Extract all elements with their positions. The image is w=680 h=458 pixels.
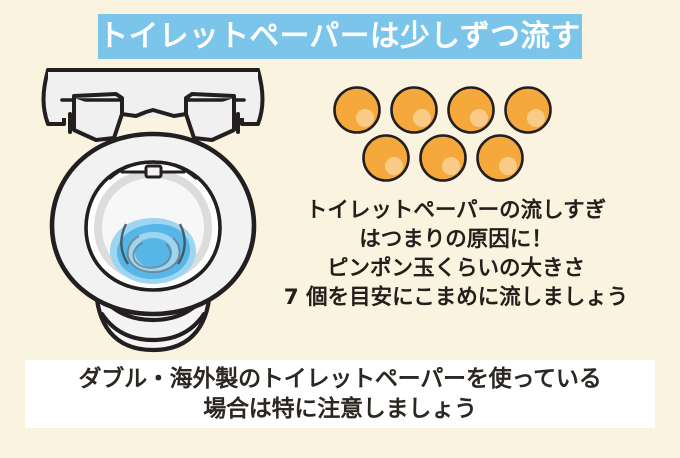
ball-5 [362, 134, 410, 182]
body-text-block: トイレットペーパーの流しすぎ はつまりの原因に！ ピンポン玉くらいの大きさ 7 … [244, 196, 668, 312]
body-text-line-3: ピンポン玉くらいの大きさ [326, 256, 585, 281]
ball-4 [504, 86, 552, 134]
body-text-line-4: 7 個を目安にこまめに流しましょう [283, 285, 629, 310]
ping-pong-balls-icon [333, 86, 552, 182]
note-box: ダブル・海外製のトイレットペーパーを使っている 場合は特に注意しましょう [25, 360, 655, 428]
ball-1 [333, 86, 381, 134]
note-line-2: 場合は特に注意しましょう [203, 396, 477, 422]
water-swirl-icon [110, 218, 196, 284]
ball-6 [419, 134, 467, 182]
toilet-illustration [18, 52, 288, 357]
ping-pong-balls-group [332, 84, 552, 184]
ball-7 [476, 134, 524, 182]
ball-3 [447, 86, 495, 134]
toilet-icon [41, 68, 265, 353]
body-text-line-2: はつまりの原因に！ [359, 227, 553, 252]
note-line-1: ダブル・海外製のトイレットペーパーを使っている [78, 366, 602, 392]
title-text: トイレットペーパーは少しずつ流す [98, 18, 582, 54]
title-banner: トイレットペーパーは少しずつ流す [98, 14, 582, 59]
ball-2 [390, 86, 438, 134]
body-text-line-1: トイレットペーパーの流しすぎ [305, 198, 607, 223]
